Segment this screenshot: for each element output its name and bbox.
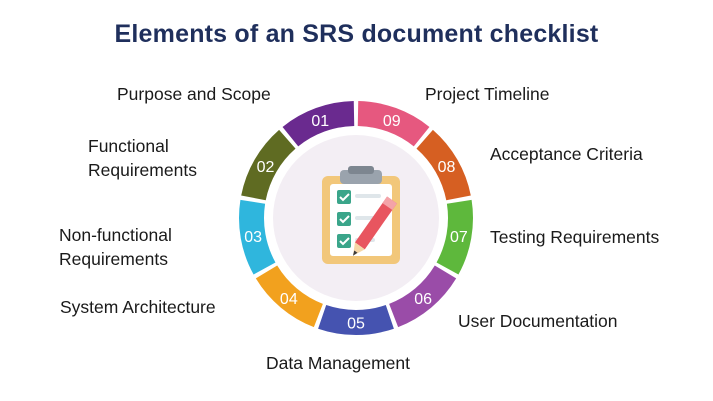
label-line: Requirements: [88, 160, 197, 180]
segment-number-07: 07: [450, 229, 468, 246]
label-line: Functional: [88, 136, 169, 156]
clipboard-checklist-pencil-icon: [322, 166, 400, 264]
label-08: Acceptance Criteria: [490, 144, 643, 164]
segment-number-02: 02: [257, 159, 275, 176]
segment-number-06: 06: [414, 291, 432, 308]
label-07: Testing Requirements: [490, 227, 660, 247]
ring-segment-06: [389, 265, 457, 328]
segment-number-03: 03: [244, 229, 262, 246]
ring-segment-08: [416, 129, 471, 201]
page-title: Elements of an SRS document checklist: [114, 20, 599, 48]
ring-segment-09: [357, 101, 430, 147]
ring-segment-05: [318, 305, 394, 335]
ring-segment-01: [282, 101, 355, 147]
ring-segment-02: [241, 129, 296, 201]
label-line: Non-functional: [59, 225, 172, 245]
ring-segment-04: [255, 265, 323, 328]
label-05: Data Management: [266, 353, 410, 373]
segment-number-09: 09: [383, 113, 401, 130]
ring-segment-07: [436, 199, 474, 275]
label-01: Purpose and Scope: [117, 84, 271, 104]
ring-segment-03: [238, 199, 276, 275]
label-line: Requirements: [59, 249, 168, 269]
segment-number-05: 05: [347, 316, 365, 333]
label-04: System Architecture: [60, 297, 216, 317]
label-09: Project Timeline: [425, 84, 550, 104]
segment-number-01: 01: [311, 113, 329, 130]
segment-number-04: 04: [280, 291, 298, 308]
segment-number-08: 08: [438, 159, 456, 176]
label-06: User Documentation: [458, 311, 618, 331]
